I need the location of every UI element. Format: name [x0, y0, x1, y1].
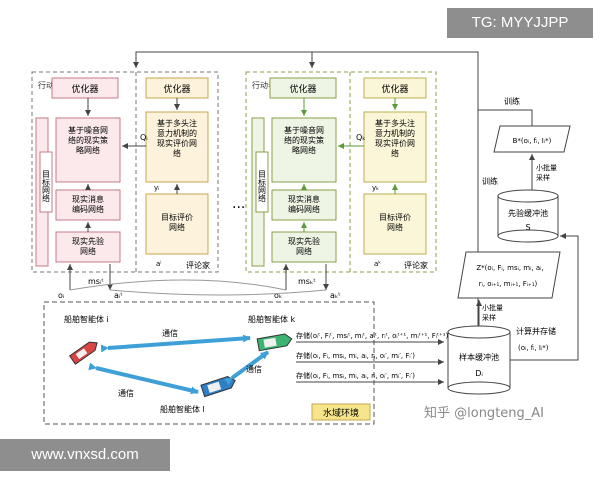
agent1-actor-label: 行动者	[38, 80, 62, 90]
sample-buffer-symbol: Dᵢ	[475, 369, 483, 378]
watermark-bottom-left: www.vnxsd.com	[0, 439, 170, 471]
agent2-eval-net: 基于多头注意力机制的现实评价网络	[375, 118, 415, 158]
agent1-a-bottom: aᵢᵗ	[114, 291, 123, 300]
ship-k-label: 船舶智能体 k	[248, 314, 296, 324]
agent1-q-label: Qᵢ	[140, 133, 148, 142]
agent1-o-label: oᵢ	[58, 291, 64, 300]
comm-label-2: 通信	[118, 388, 134, 398]
z-star-box	[457, 251, 561, 299]
comm-arrow-kl	[223, 350, 270, 386]
agent2-prior-net: 现实先验网络	[288, 236, 320, 256]
prior-buffer-cylinder: 先验缓冲池 S	[497, 189, 559, 243]
agent1-policy-net: 基于噪音网络的现实策略网络	[68, 125, 108, 155]
agent2-critic-optimizer: 优化器	[381, 83, 408, 95]
top-feedback-line	[133, 51, 479, 340]
comm-arrow-il	[88, 362, 199, 395]
agent1-critic-label: 评论家	[186, 260, 210, 270]
agent2-prior-net-box	[271, 231, 337, 263]
agent1-y-label: yᵢ	[154, 184, 159, 192]
agent2-outer-frame	[245, 71, 437, 273]
comm-arrow-ik	[100, 334, 251, 353]
agent1-optimizer-box	[51, 77, 119, 99]
agent1-a-label: aⁱ	[156, 260, 162, 268]
compute-store-tuple: (oᵢ, fᵢ, Iᵢ*)	[518, 344, 549, 352]
agent2-target-eval-net: 目标评价网络	[379, 212, 411, 232]
minibatch1-line1: 小批量	[482, 303, 503, 312]
agent2-eval-net-box	[363, 111, 427, 183]
agent1-message-net: 现实消息编码网络	[72, 194, 104, 214]
comm-label-3: 通信	[246, 364, 262, 374]
water-env-frame	[43, 301, 375, 425]
agent2-y-label: yₖ	[372, 184, 379, 192]
ship-i-icon	[68, 341, 98, 365]
agent2-ms-label: msₖᵗ	[298, 277, 316, 286]
agent1-eval-net-box	[145, 111, 209, 183]
agent1-eval-net: 基于多头注意力机制的现实评价网络	[157, 118, 197, 158]
agent1-target-eval-net-box	[145, 193, 209, 255]
sample-buffer-label: 样本缓冲池	[459, 352, 499, 362]
agent1-outer-frame	[31, 71, 219, 273]
ship-l-label: 船舶智能体 l	[160, 404, 205, 414]
store-label-2: 存储(oᵢ, Fᵢ, msᵢ, mᵢ, aᵢ, rᵢ, oᵢ′, mᵢ′, Fᵢ…	[296, 351, 415, 360]
z-star-line2: rᵢ, oᵢ₊₁, mᵢ₊₁, Fᵢ₊₁)	[479, 280, 538, 288]
minibatch2-line2: 采样	[536, 173, 550, 182]
agent2-message-net: 现实消息编码网络	[288, 194, 320, 214]
agent1-prior-net: 现实先验网络	[72, 236, 104, 256]
agent1-optimizer: 优化器	[71, 83, 98, 95]
agent2-optimizer-box	[269, 77, 337, 99]
agent1-critic-optimizer: 优化器	[163, 83, 190, 95]
b-star-label: B*(oᵢ, fᵢ, Iᵢ*)	[513, 137, 552, 145]
agent1-target-eval-net: 目标评价网络	[161, 212, 193, 232]
agent1-group: 行动者 优化器 目标网络 基于噪音网络的现实策略网络 现实消息编码网络 现实先验…	[31, 71, 219, 300]
train-label-2: 训练	[504, 96, 520, 106]
comm-label-1: 通信	[162, 328, 178, 338]
buffers-group: 样本缓冲池 Dᵢ 先验缓冲池 S Z*(oᵢ, Fᵢ, msᵢ, mᵢ, aᵢ,…	[447, 96, 579, 395]
agent2-optimizer: 优化器	[289, 83, 316, 95]
z-star-line1: Z*(oᵢ, Fᵢ, msᵢ, mᵢ, aᵢ,	[476, 264, 543, 272]
store-label-3: 存储(oᵢ, Fᵢ, msᵢ, mᵢ, aᵢ, rᵢ, oᵢ′, mᵢ′, Fᵢ…	[296, 371, 415, 380]
agent2-actor-label: 行动者	[252, 80, 276, 90]
ship-i-label: 船舶智能体 i	[64, 314, 109, 324]
message-link-1	[69, 279, 287, 291]
agent1-target-network-label: 目标网络	[42, 170, 51, 203]
ship-k-icon	[256, 333, 293, 352]
sample-buffer-cylinder: 样本缓冲池 Dᵢ	[447, 325, 511, 395]
store-label-1: 存储(oᵢᵗ, Fᵢᵗ, msᵢᵗ, mᵢᵗ, aᵢᵗ, rᵢᵗ, oᵢᵗ⁺¹,…	[296, 331, 449, 340]
agent1-prior-net-box	[55, 231, 121, 263]
agent2-message-net-box	[271, 189, 337, 221]
message-link-2	[109, 289, 327, 296]
train-label-1: 训练	[482, 176, 498, 186]
prior-buffer-symbol: S	[525, 223, 530, 232]
ellipsis: ···	[232, 200, 245, 216]
agent2-group: 行动者 优化器 目标网络 基于噪音网络的现实策略网络 现实消息编码网络 现实先验…	[245, 71, 437, 300]
agent2-policy-net-box	[271, 117, 337, 183]
agent2-a-label: aᵏ	[374, 260, 381, 268]
agent2-a-bottom: aₖᵗ	[330, 291, 341, 300]
prior-buffer-label: 先验缓冲池	[508, 208, 548, 218]
minibatch1-line2: 采样	[482, 313, 496, 322]
ship-l-icon	[200, 376, 236, 398]
agent1-ms-label: msᵢᵗ	[88, 277, 104, 286]
agent2-o-label: oₖ	[274, 291, 282, 300]
agent2-target-eval-net-box	[363, 193, 427, 255]
agent1-policy-net-box	[55, 117, 121, 183]
water-env-badge	[311, 403, 371, 421]
water-environment: 水域环境 船舶智能体 i 船舶智能体 k 船舶智能体 l 通信 通信 通信 存储…	[43, 301, 449, 425]
watermark-top-right: TG: MYYJJPP	[447, 8, 593, 38]
agent2-q-label: Qₖ	[356, 133, 366, 142]
agent2-policy-net: 基于噪音网络的现实策略网络	[284, 125, 324, 155]
agent2-target-network-label: 目标网络	[258, 170, 267, 203]
minibatch2-line1: 小批量	[536, 163, 557, 172]
compute-store-label: 计算并存储	[516, 326, 556, 336]
watermark-zhihu: 知乎 @longteng_AI	[424, 406, 545, 421]
agent2-critic-label: 评论家	[404, 260, 428, 270]
water-env-label: 水域环境	[323, 407, 359, 419]
b-star-box	[493, 125, 571, 153]
